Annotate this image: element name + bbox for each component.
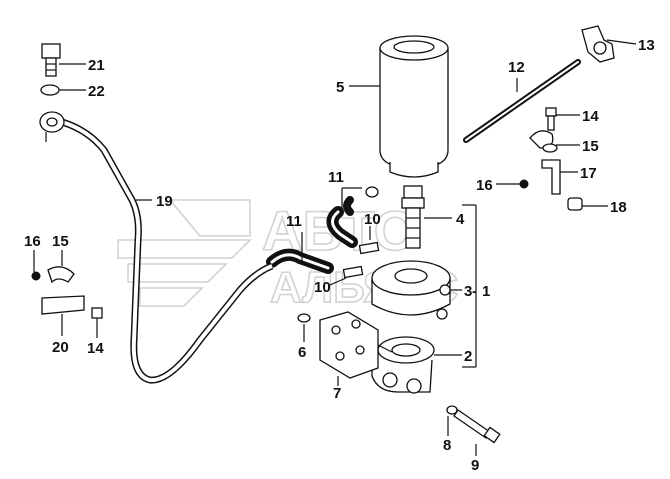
- banjo-bolt: [41, 43, 61, 77]
- callout-11-lower: 11: [286, 213, 302, 230]
- left-bracket: [31, 266, 103, 319]
- callout-22: 22: [88, 83, 105, 100]
- callout-19: 19: [156, 193, 173, 210]
- callout-21: 21: [88, 57, 105, 74]
- callout-20: 20: [52, 339, 69, 356]
- callout-12: 12: [508, 59, 525, 76]
- upper-hose-clamp: [343, 196, 380, 255]
- callout-10-upper: 10: [364, 211, 381, 228]
- bolt-assembly: [446, 405, 501, 444]
- filter-housing: [371, 336, 435, 394]
- upper-hose: [326, 186, 379, 248]
- callout-14-right: 14: [582, 108, 599, 125]
- callouts: 5 4 3 - 1 2 6 7 8 9 10 10 11 11 12 13 14…: [24, 37, 655, 474]
- callout-1: 1: [482, 283, 490, 300]
- pipe-19: [39, 111, 274, 384]
- callout-15-left: 15: [52, 233, 69, 250]
- washer-6: [297, 313, 311, 323]
- right-bracket: [519, 107, 583, 211]
- callout-17: 17: [580, 165, 597, 182]
- callout-16-left: 16: [24, 233, 41, 250]
- center-fitting: [401, 185, 425, 249]
- washer-22: [40, 84, 60, 96]
- callout-9: 9: [471, 457, 479, 474]
- lower-hose: [266, 248, 364, 279]
- filter-cartridge: [379, 35, 449, 178]
- callout-16-right: 16: [476, 177, 493, 194]
- watermark-logo-icon: [117, 199, 252, 307]
- callout-10-lower: 10: [314, 279, 331, 296]
- callout-5: 5: [336, 79, 344, 96]
- callout-11-upper: 11: [328, 169, 344, 186]
- callout-2: 2: [464, 348, 472, 365]
- filter-head: [371, 260, 451, 320]
- callout-7: 7: [333, 385, 341, 402]
- callout-6: 6: [298, 344, 306, 361]
- callout-8: 8: [443, 437, 451, 454]
- flange-adapter: [319, 311, 393, 379]
- elbow-fitting: [581, 25, 615, 63]
- callout-3: 3: [464, 283, 472, 300]
- callout-15-right: 15: [582, 138, 599, 155]
- callout-14-left: 14: [87, 340, 104, 357]
- callout-18: 18: [610, 199, 627, 216]
- callout-4: 4: [456, 211, 465, 228]
- leader-lines: [33, 39, 637, 456]
- callout-13: 13: [638, 37, 655, 54]
- callout-3-dash: -: [472, 283, 477, 300]
